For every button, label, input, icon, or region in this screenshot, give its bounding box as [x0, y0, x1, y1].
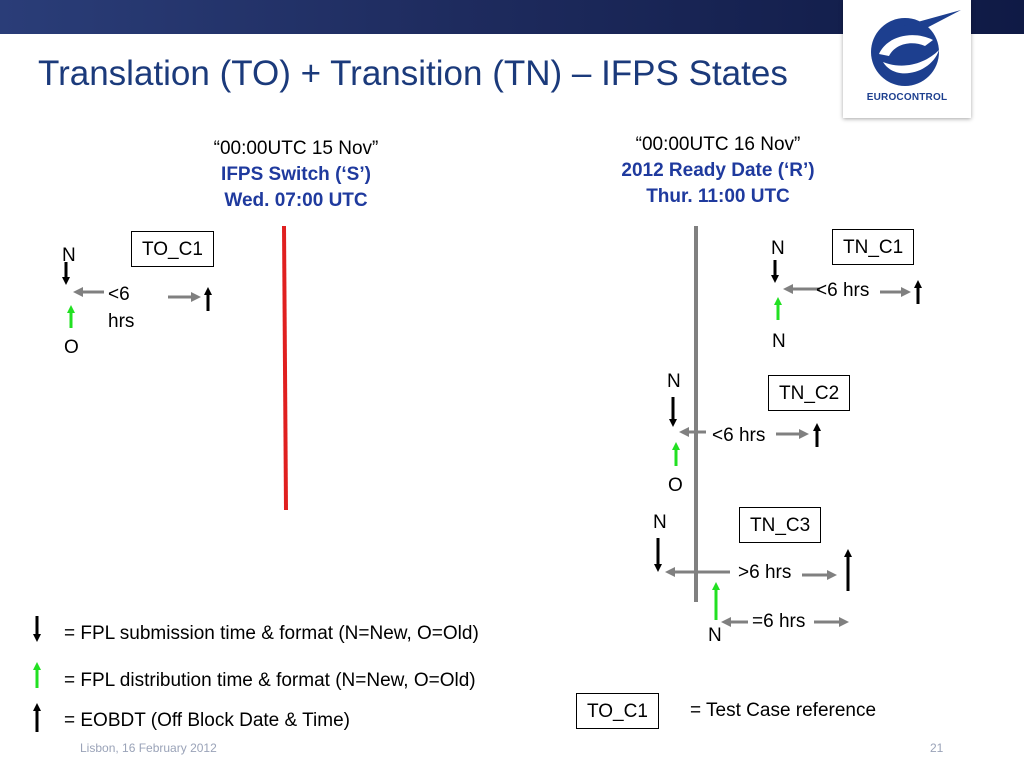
- tn-c3-top-label: N: [653, 512, 667, 533]
- switch-header-label: IFPS Switch (‘S’): [221, 164, 371, 185]
- legend-ref-text: = Test Case reference: [690, 700, 877, 721]
- ready-header: “00:00UTC 16 Nov” 2012 Ready Date (‘R’) …: [578, 132, 858, 210]
- test-case-ref-to-c1: TO_C1: [131, 231, 214, 267]
- to-c1-gap-label-line2: hrs: [108, 311, 135, 332]
- legend-ref-box: TO_C1: [576, 693, 659, 729]
- tn-c2-top-label: N: [667, 371, 681, 392]
- to-c1-gap-label-line1: <6: [108, 284, 130, 305]
- switch-header-date: Wed. 07:00 UTC: [224, 190, 368, 211]
- tn-c2-bottom-label: O: [668, 475, 683, 496]
- eurocontrol-logo: EUROCONTROL: [843, 0, 971, 118]
- tn-c1-bottom-label: N: [772, 331, 786, 352]
- test-case-ref-tn-c3: TN_C3: [739, 507, 822, 543]
- logo-text: EUROCONTROL: [866, 92, 948, 103]
- page-number: 21: [930, 741, 944, 755]
- test-case-ref-tn-c2: TN_C2: [768, 375, 851, 411]
- switch-header-time: “00:00UTC 15 Nov”: [213, 138, 379, 159]
- ready-header-label: 2012 Ready Date (‘R’): [621, 160, 815, 181]
- test-case-ref-tn-c1: TN_C1: [832, 229, 915, 265]
- tn-c3-bottom-label: N: [708, 625, 722, 646]
- legend-submission-text: = FPL submission time & format (N=New, O…: [64, 623, 479, 644]
- legend-eobdt-text: = EOBDT (Off Block Date & Time): [64, 710, 350, 731]
- legend-distribution-text: = FPL distribution time & format (N=New,…: [64, 670, 476, 691]
- tn-c1-gap-label: <6 hrs: [816, 280, 870, 301]
- to-c1-bottom-label: O: [64, 337, 79, 358]
- eurocontrol-logo-icon: [871, 10, 961, 86]
- ready-header-date: Thur. 11:00 UTC: [646, 186, 790, 207]
- to-c1-top-label: N: [62, 245, 76, 266]
- slide-title: Translation (TO) + Transition (TN) – IFP…: [38, 54, 788, 93]
- ready-header-time: “00:00UTC 16 Nov”: [635, 134, 801, 155]
- tn-c3-gap-label-lower: =6 hrs: [752, 611, 806, 632]
- tn-c2-gap-label: <6 hrs: [712, 425, 766, 446]
- ifps-switch-line: [282, 225, 288, 511]
- switch-header: “00:00UTC 15 Nov” IFPS Switch (‘S’) Wed.…: [176, 136, 416, 214]
- footer-location-date: Lisbon, 16 February 2012: [80, 741, 217, 755]
- tn-c3-gap-label-upper: >6 hrs: [738, 562, 792, 583]
- tn-c1-top-label: N: [771, 238, 785, 259]
